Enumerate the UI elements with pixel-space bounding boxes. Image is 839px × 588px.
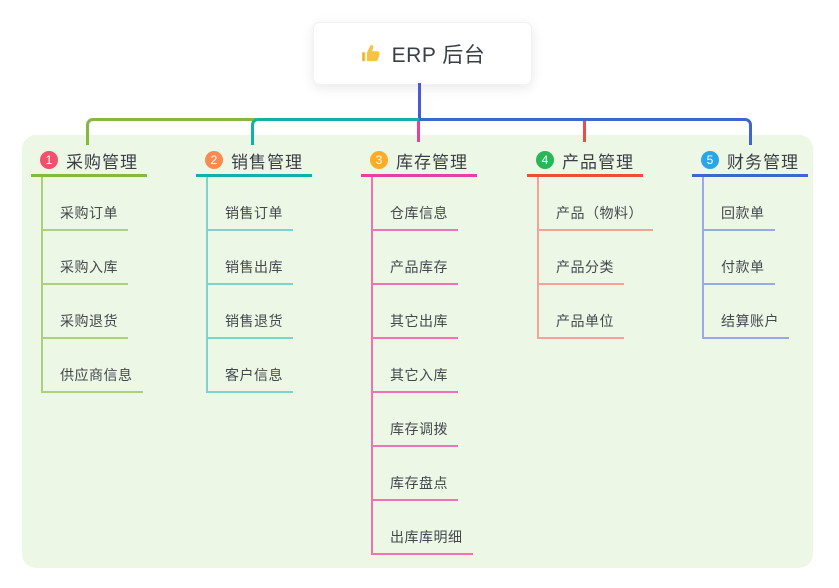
root-stem	[418, 83, 421, 120]
connector-branch-3	[417, 121, 420, 142]
branch-purchase: 1 采购管理 采购订单采购入库采购退货供应商信息	[31, 146, 147, 393]
child-node-label: 结算账户	[721, 313, 779, 329]
branch-title-label: 采购管理	[66, 152, 138, 172]
child-node[interactable]: 销售订单	[208, 177, 293, 231]
branch-node[interactable]: 3 库存管理	[361, 146, 477, 177]
child-node[interactable]: 产品分类	[539, 231, 624, 285]
branch-product: 4 产品管理 产品（物料） 产品分类产品单位	[527, 146, 653, 339]
branch-number-badge: 3	[370, 151, 388, 169]
branch-finance: 5 财务管理 回款单付款单结算账户	[692, 146, 808, 339]
child-node[interactable]: 出库库明细	[373, 501, 473, 555]
connector-branch-4	[583, 121, 586, 142]
child-node[interactable]: 结算账户	[704, 285, 789, 339]
child-node-label: 其它出库	[390, 313, 448, 329]
branch-children: 销售订单销售出库销售退货客户信息	[206, 177, 312, 393]
canvas-panel	[22, 135, 813, 568]
branch-number-badge: 4	[536, 151, 554, 169]
branch-title-label: 销售管理	[231, 152, 303, 172]
child-node[interactable]: 采购退货	[43, 285, 128, 339]
branch-title-label: 库存管理	[396, 152, 468, 172]
child-node-label: 付款单	[721, 259, 765, 275]
child-node-label: 销售出库	[225, 259, 283, 275]
child-node-label: 产品单位	[556, 313, 614, 329]
root-node-label: ERP 后台	[391, 43, 486, 67]
child-node-label: 出库库明细	[390, 529, 463, 545]
branch-title-label: 产品管理	[562, 152, 634, 172]
child-node-label: 仓库信息	[390, 205, 448, 221]
branch-number-badge: 2	[205, 151, 223, 169]
child-node-label: 库存调拨	[390, 421, 448, 437]
branch-sales: 2 销售管理 销售订单销售出库销售退货客户信息	[196, 146, 312, 393]
branch-children: 采购订单采购入库采购退货供应商信息	[41, 177, 147, 393]
child-node[interactable]: 仓库信息	[373, 177, 458, 231]
child-node[interactable]: 其它出库	[373, 285, 458, 339]
branch-number-badge: 1	[40, 151, 58, 169]
child-node-label: 采购订单	[60, 205, 118, 221]
branch-title-label: 财务管理	[727, 152, 799, 172]
child-node[interactable]: 采购入库	[43, 231, 128, 285]
child-node-label: 采购退货	[60, 313, 118, 329]
branch-node[interactable]: 1 采购管理	[31, 146, 147, 177]
child-node-label: 客户信息	[225, 367, 283, 383]
child-node-label: 销售订单	[225, 205, 283, 221]
child-node-label: 回款单	[721, 205, 765, 221]
child-node[interactable]: 库存盘点	[373, 447, 458, 501]
child-node-label: 产品分类	[556, 259, 614, 275]
child-node[interactable]: 客户信息	[208, 339, 293, 393]
branch-node[interactable]: 5 财务管理	[692, 146, 808, 177]
child-node[interactable]: 付款单	[704, 231, 775, 285]
branch-node[interactable]: 4 产品管理	[527, 146, 643, 177]
branch-children: 产品（物料） 产品分类产品单位	[537, 177, 653, 339]
child-node-label: 采购入库	[60, 259, 118, 275]
child-node-label: 供应商信息	[60, 367, 133, 383]
child-node-label: 销售退货	[225, 313, 283, 329]
child-node-label: 其它入库	[390, 367, 448, 383]
child-node[interactable]: 供应商信息	[43, 339, 143, 393]
child-node[interactable]: 产品（物料）	[539, 177, 653, 231]
child-node-label: 库存盘点	[390, 475, 448, 491]
branch-number-badge: 5	[701, 151, 719, 169]
child-node[interactable]: 库存调拨	[373, 393, 458, 447]
child-node-label: 产品（物料）	[556, 205, 643, 221]
connector-branch-5	[419, 118, 752, 145]
child-node[interactable]: 产品单位	[539, 285, 624, 339]
child-node[interactable]: 回款单	[704, 177, 775, 231]
branch-children: 回款单付款单结算账户	[702, 177, 808, 339]
thumbs-up-icon	[360, 43, 382, 65]
child-node-label: 产品库存	[390, 259, 448, 275]
child-node[interactable]: 其它入库	[373, 339, 458, 393]
branch-children: 仓库信息产品库存其它出库其它入库库存调拨库存盘点出库库明细	[371, 177, 477, 555]
branch-node[interactable]: 2 销售管理	[196, 146, 312, 177]
child-node[interactable]: 销售退货	[208, 285, 293, 339]
child-node[interactable]: 销售出库	[208, 231, 293, 285]
branch-inventory: 3 库存管理 仓库信息产品库存其它出库其它入库库存调拨库存盘点出库库明细	[361, 146, 477, 555]
child-node[interactable]: 采购订单	[43, 177, 128, 231]
connector-branch-2	[251, 118, 422, 145]
child-node[interactable]: 产品库存	[373, 231, 458, 285]
root-node[interactable]: ERP 后台	[313, 22, 532, 85]
connector-branch-1	[86, 118, 256, 145]
